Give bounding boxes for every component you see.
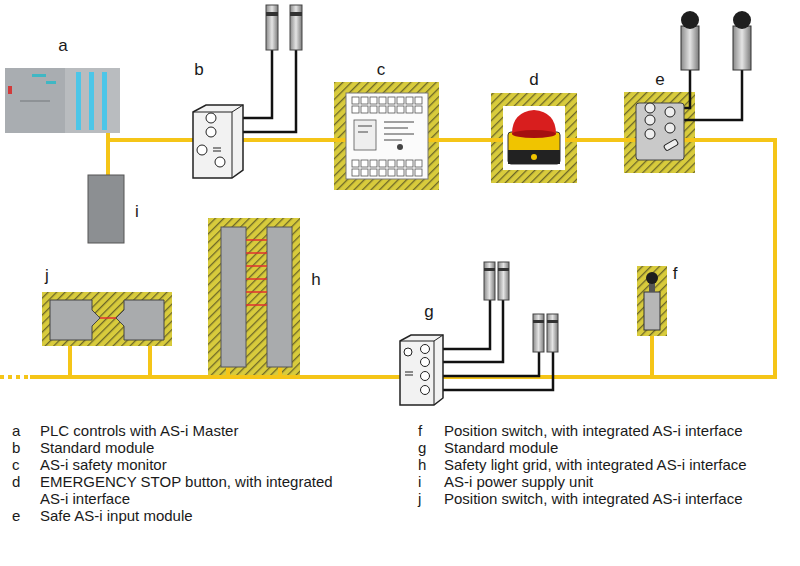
key-row: h Safety light grid, with integrated AS-i…	[418, 456, 762, 473]
callout-letter: g	[424, 302, 433, 322]
callout-letter: d	[529, 70, 538, 90]
callout-letter: e	[655, 70, 664, 90]
key-letter: h	[418, 456, 426, 473]
safety-frame	[208, 218, 300, 377]
position-switch	[644, 272, 660, 330]
power-supply	[88, 175, 124, 243]
key-text: Position switch, with integrated AS-i in…	[444, 490, 762, 507]
key-row: i AS-i power supply unit	[418, 473, 762, 490]
key-text: Standard module	[40, 439, 358, 456]
key-letter: g	[418, 439, 426, 456]
safety-frame	[624, 92, 695, 173]
key-row: d EMERGENCY STOP button, with integrated …	[12, 473, 358, 507]
safety-frame	[334, 82, 439, 190]
callout-letter: c	[377, 60, 386, 80]
key-letter: d	[12, 473, 20, 490]
key-column: a PLC controls with AS-i Master b Standard …	[12, 422, 358, 524]
key-letter: f	[418, 422, 422, 439]
key-text: Position switch, with integrated AS-i in…	[444, 422, 762, 439]
callout-letter: f	[673, 264, 678, 284]
key-row: f Position switch, with integrated AS-i i…	[418, 422, 762, 439]
key-letter: a	[12, 422, 20, 439]
callout-letter: b	[194, 60, 203, 80]
key-text: AS-i safety monitor	[40, 456, 358, 473]
callout-letter: a	[58, 36, 67, 56]
callout-letter: i	[135, 202, 139, 222]
key-text: Safety light grid, with integrated AS-i …	[444, 456, 762, 473]
key-row: j Position switch, with integrated AS-i i…	[418, 490, 762, 507]
key-column: fPosition switch, with integrated AS-i i…	[418, 422, 762, 507]
safety-monitor	[346, 93, 428, 179]
key-letter: j	[418, 490, 421, 507]
door-switch	[50, 300, 164, 340]
key-letter: b	[12, 439, 20, 456]
key-row: g Standard module	[418, 439, 762, 456]
callout-letter: h	[311, 270, 320, 290]
key-text: AS-i power supply unit	[444, 473, 762, 490]
emergency-stop	[503, 106, 565, 170]
safety-frame	[491, 93, 577, 183]
key-letter: i	[418, 473, 421, 490]
key-text: Standard module	[444, 439, 762, 456]
key-row: c AS-i safety monitor	[12, 456, 358, 473]
safety-frame	[42, 292, 172, 346]
key-row: e Safe AS-i input module	[12, 507, 358, 524]
light-grid	[221, 227, 292, 367]
standard-module	[193, 5, 302, 178]
key-text: EMERGENCY STOP button, with integrated A…	[40, 473, 358, 507]
key-row: b Standard module	[12, 439, 358, 456]
plc-illustration	[5, 68, 120, 133]
key-letter: c	[12, 456, 20, 473]
callout-letter: j	[45, 266, 49, 286]
key-text: PLC controls with AS-i Master	[40, 422, 358, 439]
key-text: Safe AS-i input module	[40, 507, 358, 524]
standard-module	[400, 262, 558, 405]
safe-input-module	[636, 11, 751, 160]
safety-frame	[637, 266, 667, 336]
key-letter: e	[12, 507, 20, 524]
key-row: a PLC controls with AS-i Master	[12, 422, 358, 439]
